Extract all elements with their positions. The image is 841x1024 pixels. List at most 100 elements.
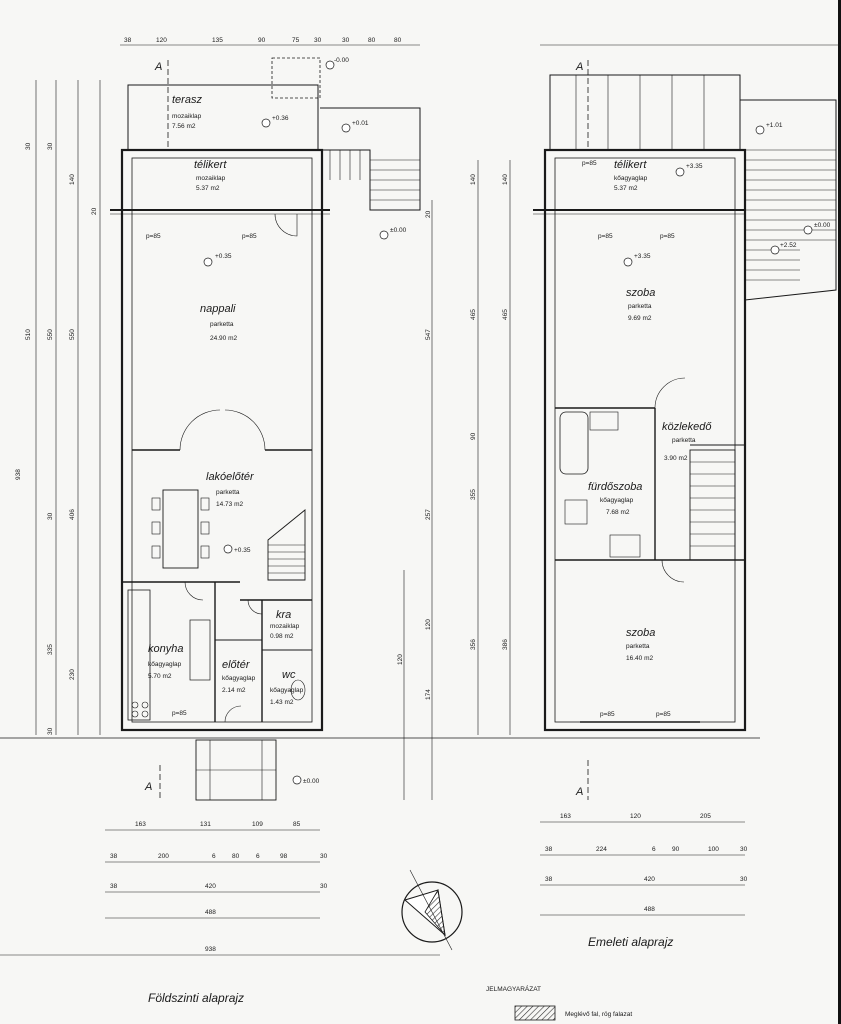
svg-text:3.90 m2: 3.90 m2 xyxy=(664,455,688,462)
svg-text:p=85: p=85 xyxy=(656,711,671,718)
svg-text:200: 200 xyxy=(158,853,169,860)
svg-text:30: 30 xyxy=(47,727,54,735)
svg-text:+2.52: +2.52 xyxy=(780,242,797,249)
svg-text:-0.00: -0.00 xyxy=(334,57,349,64)
svg-text:2.14 m2: 2.14 m2 xyxy=(222,687,246,694)
ground-right-dimensions: 20 547 257 120 174 120 xyxy=(397,210,432,700)
svg-text:205: 205 xyxy=(700,813,711,820)
svg-text:98: 98 xyxy=(280,853,288,860)
svg-text:+1.01: +1.01 xyxy=(766,122,783,129)
legend-swatch xyxy=(514,1005,556,1021)
svg-text:+0.35: +0.35 xyxy=(234,547,251,554)
svg-text:120: 120 xyxy=(630,813,641,820)
svg-text:30: 30 xyxy=(342,37,350,44)
room-name-nappali: nappali xyxy=(200,303,236,315)
svg-text:465: 465 xyxy=(470,309,477,320)
svg-text:488: 488 xyxy=(205,909,216,916)
svg-text:A: A xyxy=(154,61,162,73)
svg-text:6: 6 xyxy=(652,846,656,853)
svg-text:14.73 m2: 14.73 m2 xyxy=(216,501,243,508)
svg-text:7.56 m2: 7.56 m2 xyxy=(172,123,196,130)
svg-text:kőagyaglap: kőagyaglap xyxy=(600,497,634,504)
svg-text:140: 140 xyxy=(69,174,76,185)
svg-text:488: 488 xyxy=(644,906,655,913)
svg-text:90: 90 xyxy=(258,37,266,44)
svg-text:parketta: parketta xyxy=(216,489,240,496)
svg-text:120: 120 xyxy=(156,37,167,44)
north-arrow-icon xyxy=(401,869,463,951)
svg-text:100: 100 xyxy=(708,846,719,853)
ground-floor-title: Földszinti alaprajz xyxy=(148,991,244,1005)
svg-text:p=85: p=85 xyxy=(172,710,187,717)
ground-inner-wall xyxy=(131,157,313,723)
svg-text:120: 120 xyxy=(425,619,432,630)
svg-text:0.98 m2: 0.98 m2 xyxy=(270,633,294,640)
svg-text:80: 80 xyxy=(368,37,376,44)
svg-text:355: 355 xyxy=(470,489,477,500)
svg-text:109: 109 xyxy=(252,821,263,828)
svg-text:6: 6 xyxy=(212,853,216,860)
svg-text:p=85: p=85 xyxy=(598,233,613,240)
svg-text:547: 547 xyxy=(425,329,432,340)
dining-table xyxy=(162,489,199,569)
svg-text:938: 938 xyxy=(205,946,216,953)
svg-text:335: 335 xyxy=(47,644,54,655)
svg-text:406: 406 xyxy=(69,509,76,520)
room-name-konyha: konyha xyxy=(148,643,183,655)
room-name-szoba-2: szoba xyxy=(626,627,655,639)
svg-text:30: 30 xyxy=(320,853,328,860)
svg-text:+0.35: +0.35 xyxy=(215,253,232,260)
svg-text:A: A xyxy=(144,781,152,793)
upper-stair xyxy=(689,449,736,561)
svg-text:30: 30 xyxy=(47,512,54,520)
svg-text:5.37 m2: 5.37 m2 xyxy=(196,185,220,192)
svg-text:+3.35: +3.35 xyxy=(634,253,651,260)
svg-text:+0.01: +0.01 xyxy=(352,120,369,127)
svg-text:30: 30 xyxy=(47,142,54,150)
svg-text:80: 80 xyxy=(232,853,240,860)
svg-text:80: 80 xyxy=(394,37,402,44)
svg-text:85: 85 xyxy=(293,821,301,828)
svg-text:510: 510 xyxy=(25,329,32,340)
room-name-wc: wc xyxy=(282,669,296,681)
svg-text:kőagyaglap: kőagyaglap xyxy=(614,175,648,182)
svg-text:163: 163 xyxy=(135,821,146,828)
svg-text:mozaiklap: mozaiklap xyxy=(196,175,226,182)
kitchen-counter xyxy=(127,589,151,721)
svg-text:24.90 m2: 24.90 m2 xyxy=(210,335,237,342)
svg-text:parketta: parketta xyxy=(672,437,696,444)
svg-text:±0.00: ±0.00 xyxy=(814,222,831,229)
total-height-dim: 938 xyxy=(15,469,22,480)
svg-text:p=85: p=85 xyxy=(146,233,161,240)
svg-text:224: 224 xyxy=(596,846,607,853)
svg-text:257: 257 xyxy=(425,509,432,520)
svg-text:120: 120 xyxy=(397,654,404,665)
svg-text:mozaiklap: mozaiklap xyxy=(172,113,202,120)
room-name-kozlekedo: közlekedő xyxy=(662,421,712,433)
bathtub xyxy=(559,411,589,475)
svg-text:230: 230 xyxy=(69,669,76,680)
legend-item-label: Meglévő fal, rög falazat xyxy=(565,1011,632,1018)
svg-text:parketta: parketta xyxy=(628,303,652,310)
svg-text:550: 550 xyxy=(69,329,76,340)
svg-text:p=85: p=85 xyxy=(600,711,615,718)
upper-bottom-dimensions: 163 120 205 38 224 6 90 100 30 38 420 30… xyxy=(545,813,748,913)
svg-text:±0.00: ±0.00 xyxy=(390,227,407,234)
svg-text:6: 6 xyxy=(256,853,260,860)
svg-text:38: 38 xyxy=(110,883,118,890)
svg-text:75: 75 xyxy=(292,37,300,44)
legend-title: JELMAGYARÁZAT xyxy=(486,984,541,993)
svg-text:90: 90 xyxy=(672,846,680,853)
svg-text:420: 420 xyxy=(644,876,655,883)
room-name-szoba-1: szoba xyxy=(626,287,655,299)
svg-text:135: 135 xyxy=(212,37,223,44)
terasz-stair xyxy=(271,57,321,99)
upper-floor-title: Emeleti alaprajz xyxy=(588,935,673,949)
svg-text:30: 30 xyxy=(25,142,32,150)
svg-text:30: 30 xyxy=(320,883,328,890)
upper-balcony xyxy=(549,74,741,151)
legend: JELMAGYARÁZAT Meglévő fal, rög falazat xyxy=(486,984,632,1021)
svg-text:mozaiklap: mozaiklap xyxy=(270,623,300,630)
svg-text:30: 30 xyxy=(314,37,322,44)
